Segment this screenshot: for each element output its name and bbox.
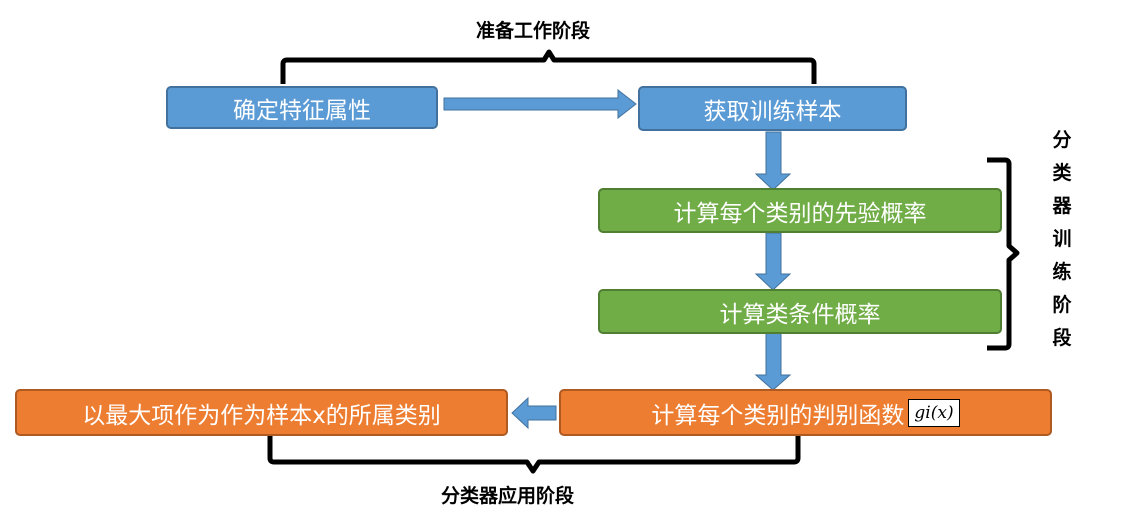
- prep-stage-label: 准备工作阶段: [476, 20, 591, 42]
- box-discriminant-function: 计算每个类别的判别函数 gi(x): [559, 389, 1052, 436]
- box-determine-features-text: 确定特征属性: [233, 97, 371, 124]
- box-discriminant-function-text: 计算每个类别的判别函数: [651, 402, 905, 429]
- box-determine-features: 确定特征属性: [166, 86, 438, 129]
- box-assign-class-text: 以最大项作为作为样本x的所属类别: [82, 402, 441, 429]
- box-prior-probability-text: 计算每个类别的先验概率: [673, 200, 927, 227]
- train-stage-bracket: [987, 157, 1020, 351]
- train-stage-label: 分类器训练阶段: [1052, 129, 1072, 349]
- box-conditional-probability: 计算类条件概率: [598, 289, 1002, 334]
- box-get-training-samples: 获取训练样本: [638, 86, 907, 131]
- arrow-prior-to-conditional: [754, 232, 792, 291]
- box-conditional-probability-text: 计算类条件概率: [719, 301, 881, 328]
- arrow-conditional-to-discriminant: [754, 332, 792, 391]
- arrow-feature-to-samples: [443, 88, 637, 120]
- arrow-discriminant-to-result: [511, 396, 557, 430]
- apply-stage-bracket: [267, 436, 801, 474]
- box-assign-class: 以最大项作为作为样本x的所属类别: [15, 389, 508, 436]
- discriminant-formula: gi(x): [908, 398, 960, 427]
- box-prior-probability: 计算每个类别的先验概率: [598, 188, 1002, 233]
- apply-stage-label: 分类器应用阶段: [441, 485, 575, 507]
- prep-stage-bracket: [280, 49, 817, 84]
- box-get-training-samples-text: 获取训练样本: [703, 98, 842, 125]
- arrow-samples-to-prior: [754, 131, 792, 191]
